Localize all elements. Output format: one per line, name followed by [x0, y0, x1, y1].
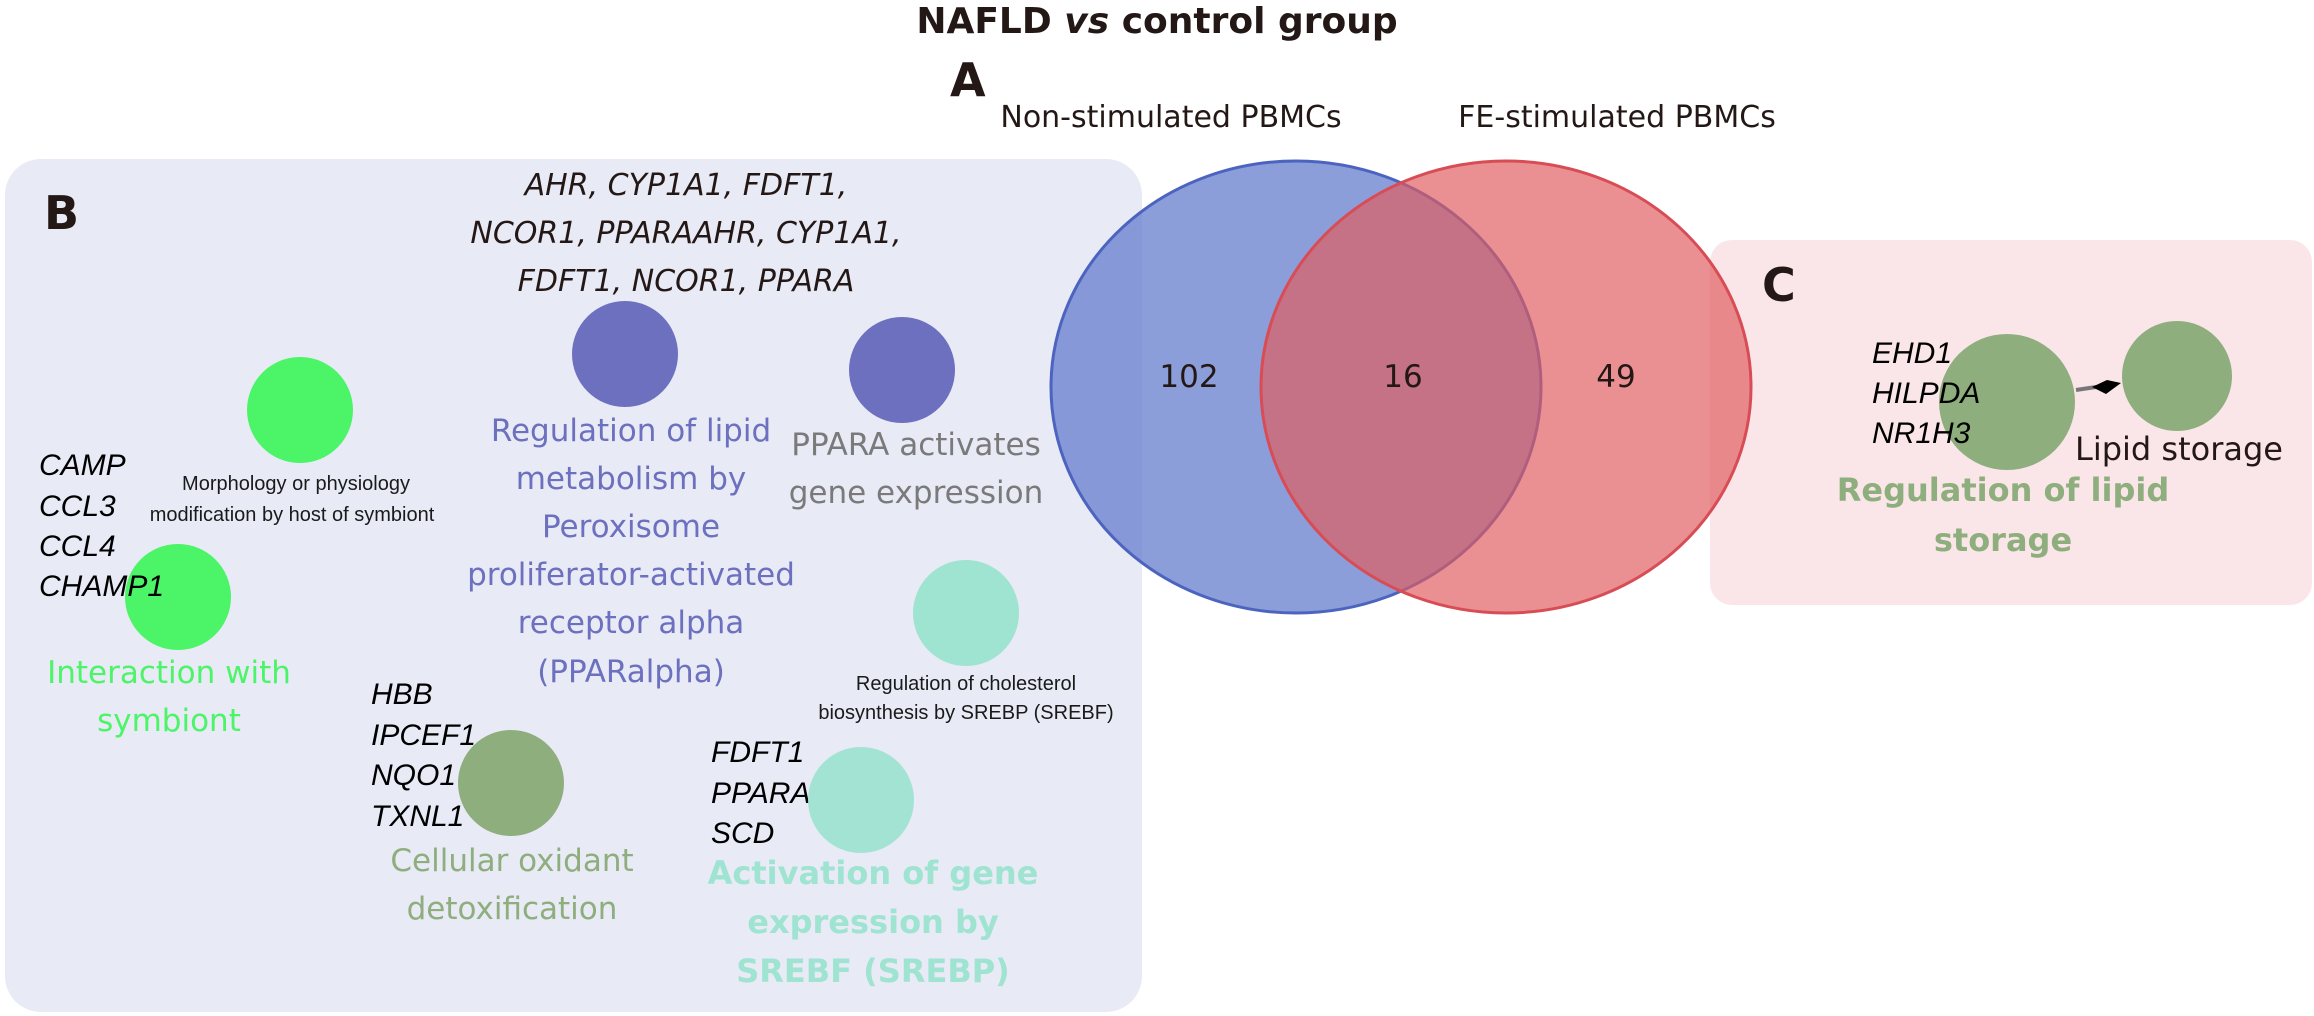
- node-srebf-label-line: Activation of gene: [708, 854, 1039, 892]
- venn-count-left-only: 102: [1159, 359, 1218, 395]
- node-oxidant-label-line: Cellular oxidant: [390, 843, 633, 879]
- gene-label: NQO1: [371, 759, 456, 792]
- node-regulation-lipid-storage-label-line: storage: [1934, 521, 2072, 559]
- gene-label: CAMP: [39, 449, 126, 482]
- node-cellular-oxidant-detoxification[interactable]: [458, 730, 564, 836]
- node-ppara-activates-label-line: PPARA activates: [791, 427, 1040, 463]
- node-lipid-storage[interactable]: [2122, 321, 2232, 431]
- node-interaction-label-line: Interaction with: [47, 655, 291, 691]
- node-regulation-lipid-storage-label-line: Regulation of lipid: [1837, 471, 2170, 509]
- node-regulation-lipid-storage[interactable]: [1939, 334, 2075, 470]
- node-regulation-cholesterol-biosynthesis[interactable]: [913, 560, 1019, 666]
- venn-label-fe-stimulated: FE-stimulated PBMCs: [1458, 100, 1776, 135]
- venn-set-fe-stimulated: [1259, 159, 1753, 615]
- node-lipid-ppar-label-line: metabolism by: [516, 461, 747, 497]
- gene-label: FDFT1: [711, 736, 804, 769]
- gene-label: CCL3: [39, 490, 116, 523]
- gene-label: IPCEF1: [371, 719, 476, 752]
- node-interaction-with-symbiont[interactable]: [125, 544, 231, 650]
- edge-line: [2075, 385, 2097, 392]
- node-morphology-label-line: Morphology or physiology: [182, 473, 410, 495]
- node-ppara-activates-gene-expression[interactable]: [849, 317, 955, 423]
- node-lipid-ppar-label-line: proliferator-activated: [467, 557, 795, 593]
- node-morphology-label-line: modification by host of symbiont: [150, 504, 435, 526]
- node-ppara-activates-label-line: gene expression: [789, 475, 1044, 511]
- venn-count-intersection: 16: [1383, 359, 1422, 395]
- node-morphology[interactable]: [247, 357, 353, 463]
- top-gene-line: AHR, CYP1A1, FDFT1,: [523, 168, 848, 203]
- panel-label-b: B: [44, 186, 79, 240]
- node-lipid-storage-label: Lipid storage: [2075, 430, 2283, 468]
- gene-label: CCL4: [39, 530, 116, 563]
- panel-b-network: AHR, CYP1A1, FDFT1, NCOR1, PPARAAHR, CYP…: [39, 168, 1114, 990]
- edge-diamond-arrow-icon: [2092, 380, 2121, 394]
- gene-label: SCD: [711, 817, 774, 850]
- top-gene-line: NCOR1, PPARAAHR, CYP1A1,: [470, 216, 901, 251]
- gene-label: TXNL1: [371, 800, 464, 833]
- venn-count-right-only: 49: [1596, 359, 1635, 395]
- panel-label-a: A: [950, 53, 986, 107]
- node-cholesterol-label-line: biosynthesis by SREBP (SREBF): [818, 702, 1113, 724]
- figure-title: NAFLD vs control group: [916, 1, 1397, 42]
- venn-label-non-stimulated: Non-stimulated PBMCs: [1000, 100, 1341, 135]
- node-oxidant-label-line: detoxification: [407, 891, 618, 927]
- gene-label: CHAMP1: [39, 570, 164, 603]
- venn-diagram: 102 16 49 Non-stimulated PBMCs FE-stimul…: [1000, 100, 1776, 615]
- panel-label-c: C: [1762, 258, 1796, 312]
- panel-c-network: EHD1 HILPDA NR1H3 Lipid storage Regulati…: [1837, 321, 2283, 559]
- gene-label: PPARA: [711, 777, 810, 810]
- gene-label: HILPDA: [1872, 377, 1980, 410]
- node-lipid-ppar-label-line: receptor alpha: [518, 605, 745, 641]
- node-activation-gene-expression-srebf[interactable]: [808, 747, 914, 853]
- top-gene-line: FDFT1, NCOR1, PPARA: [518, 264, 855, 299]
- node-cholesterol-label-line: Regulation of cholesterol: [856, 673, 1076, 695]
- node-interaction-label-line: symbiont: [97, 703, 241, 739]
- gene-label: NR1H3: [1872, 417, 1971, 450]
- gene-label: EHD1: [1872, 337, 1952, 370]
- node-srebf-label-line: SREBF (SREBP): [736, 952, 1010, 990]
- gene-label: HBB: [371, 678, 433, 711]
- node-lipid-ppar-label-line: Peroxisome: [542, 509, 720, 545]
- node-srebf-label-line: expression by: [747, 903, 999, 941]
- node-regulation-lipid-metabolism-ppar[interactable]: [572, 301, 678, 407]
- node-lipid-ppar-label-line: Regulation of lipid: [491, 413, 771, 449]
- node-lipid-ppar-label-line: (PPARalpha): [537, 654, 725, 690]
